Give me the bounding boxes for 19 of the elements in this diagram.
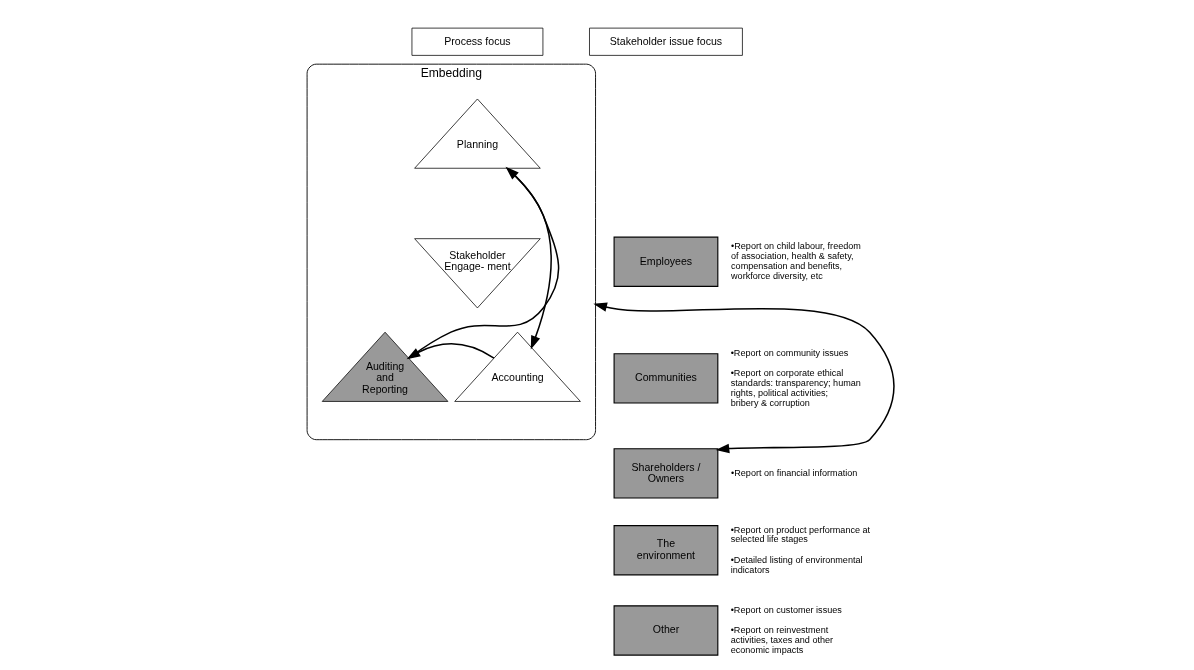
node-label: •Report on customer issues <box>730 604 842 615</box>
arrow <box>407 166 559 359</box>
node-label: •Report on corporate ethical standards: transparency; human rights, political activities; bribery & corruption <box>730 368 861 408</box>
node-label: •Report on child labour, freedom of association, health & safety, compensation and benefits, workforce diversity, etc <box>730 241 861 281</box>
arrow <box>592 302 895 454</box>
node-label: •Report on community issues <box>730 347 848 358</box>
arrow <box>505 167 552 350</box>
node-label: •Report on product performance at selected life stages <box>730 524 870 545</box>
node-box: Other <box>613 605 718 656</box>
node-label: •Report on reinvestment activities, taxes and other economic impacts <box>730 625 833 655</box>
node-box: Communities <box>613 353 718 404</box>
node-box: The environment <box>613 525 718 576</box>
node-box: Employees <box>613 236 718 287</box>
node-box: Process focus <box>411 27 543 56</box>
node-label: •Detailed listing of environmental indicators <box>730 554 863 575</box>
node-box: Shareholders / Owners <box>613 448 718 499</box>
node-box: Stakeholder issue focus <box>588 27 743 56</box>
arrow <box>406 343 495 360</box>
node-label: •Report on financial information <box>730 467 857 478</box>
